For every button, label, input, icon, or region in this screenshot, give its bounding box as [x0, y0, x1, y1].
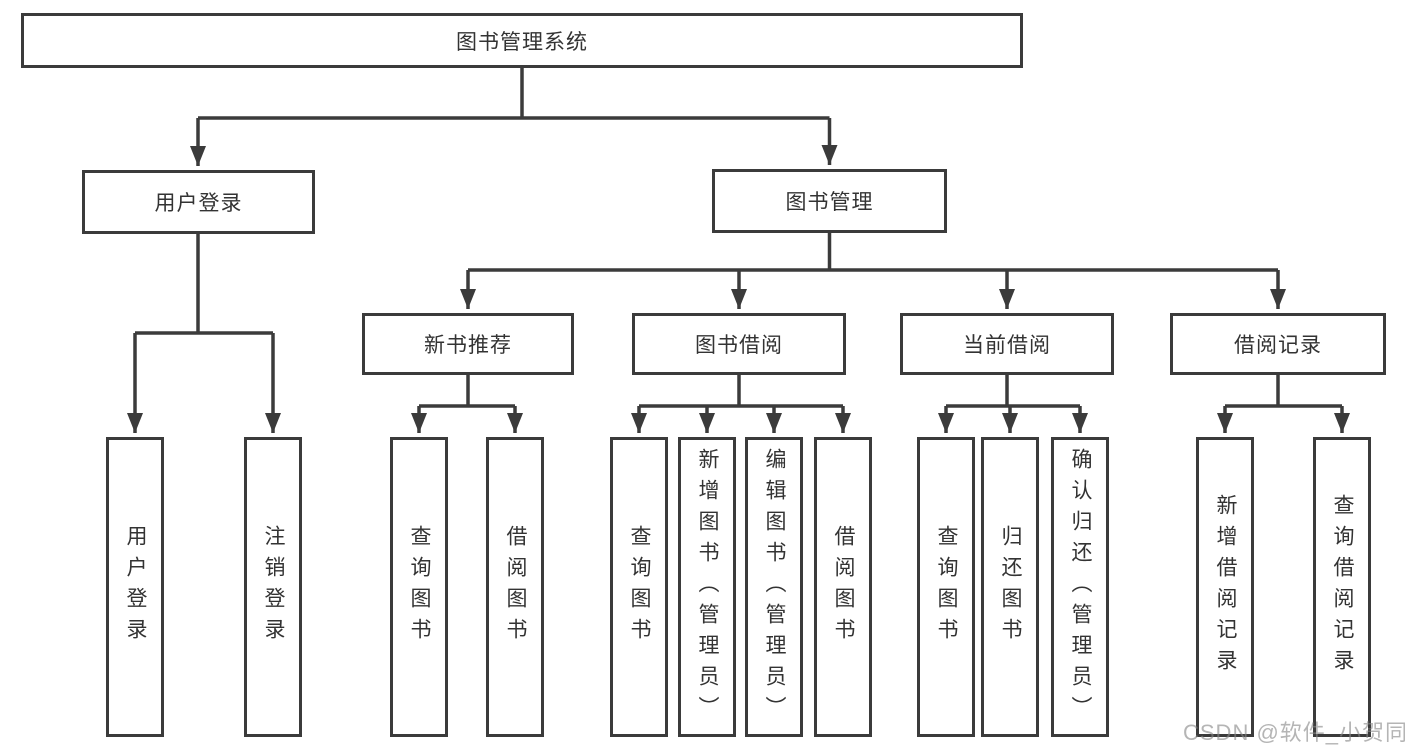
leaf-logout: 注销登录 — [244, 437, 302, 737]
leaf-add-book-admin: 新增图书（管理员） — [678, 437, 736, 737]
leaf-query-borrow-record: 查询借阅记录 — [1313, 437, 1371, 737]
book-management-branch — [460, 233, 1286, 309]
leaf-query-book-borrow: 查询图书 — [610, 437, 668, 737]
leaf-confirm-return-admin: 确认归还（管理员） — [1051, 437, 1109, 737]
node-root-system: 图书管理系统 — [21, 13, 1023, 68]
user-login-branch — [127, 234, 281, 433]
leaf-query-book-recommend: 查询图书 — [390, 437, 448, 737]
current-borrow-branch — [938, 375, 1088, 433]
root-branch — [190, 68, 838, 166]
leaf-add-borrow-record: 新增借阅记录 — [1196, 437, 1254, 737]
watermark: CSDN @软件_小贺同学 — [1183, 720, 1405, 745]
node-user-login: 用户登录 — [82, 170, 315, 234]
node-book-management: 图书管理 — [712, 169, 947, 233]
node-current-borrow: 当前借阅 — [900, 313, 1114, 375]
leaf-edit-book-admin: 编辑图书（管理员） — [745, 437, 803, 737]
leaf-return-book: 归还图书 — [981, 437, 1039, 737]
book-borrow-branch — [631, 375, 851, 433]
leaf-borrow-book-recommend: 借阅图书 — [486, 437, 544, 737]
node-borrow-record: 借阅记录 — [1170, 313, 1386, 375]
leaf-user-login: 用户登录 — [106, 437, 164, 737]
borrow-record-branch — [1217, 375, 1350, 433]
node-book-borrow: 图书借阅 — [632, 313, 846, 375]
leaf-query-book-current: 查询图书 — [917, 437, 975, 737]
leaf-borrow-book: 借阅图书 — [814, 437, 872, 737]
new-book-recommend-branch — [411, 375, 523, 433]
node-new-book-recommend: 新书推荐 — [362, 313, 574, 375]
